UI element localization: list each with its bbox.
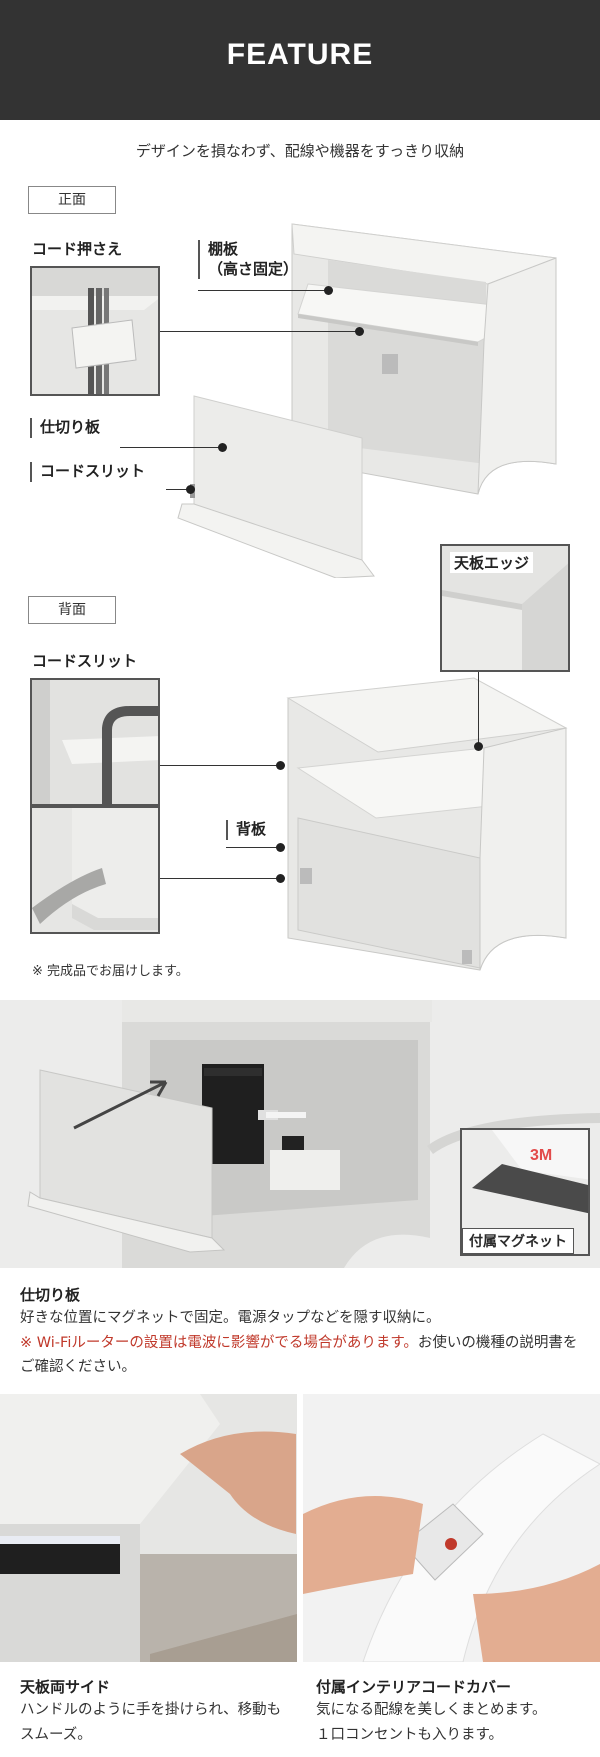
shelf-leader-dot [324, 286, 333, 295]
svg-text:3M: 3M [530, 1147, 552, 1164]
cord-holder-label: コード押さえ [32, 240, 123, 258]
back-panel-label: 背板 [226, 820, 266, 840]
feature-subtitle: デザインを損なわず、配線や機器をすっきり収納 [135, 142, 465, 160]
top-sides-photo [0, 1394, 297, 1662]
cord-slit-top-drawing [32, 680, 158, 804]
divider-desc-manual: お使いの機種の説明書をご確認ください。 [20, 1334, 578, 1376]
slit-leader-dot [186, 485, 195, 494]
cord-slit-detail-bottom [30, 806, 160, 934]
back-slit-dot-bottom [276, 874, 285, 883]
magnet-caption: 付属マグネット [462, 1228, 574, 1254]
feature-header: FEATURE [0, 0, 600, 120]
slit-leader-line [166, 489, 190, 490]
top-edge-leader-dot [474, 742, 483, 751]
divider-usage-drawing [0, 1000, 600, 1268]
cord-cover-drawing [303, 1394, 600, 1662]
divider-leader-line [120, 447, 222, 448]
cord-cover-title: 付属インテリアコードカバー [316, 1678, 512, 1696]
divider-leader-dot [218, 443, 227, 452]
front-tag: 正面 [28, 186, 116, 214]
top-sides-text: ハンドルのように手を掛けられ、移動もスムーズ。 [20, 1702, 282, 1743]
divider-desc-line: 好きな位置にマグネットで固定。電源タップなどを隠す収納に。 [20, 1310, 441, 1326]
back-panel-leader-line [226, 847, 280, 848]
cord-holder-leader-line [160, 331, 360, 332]
back-cord-slit-label: コードスリット [32, 652, 138, 670]
divider-desc-title: 仕切り板 [20, 1286, 81, 1304]
shelf-label-line2: （高さ固定） [208, 259, 299, 278]
cord-slit-bottom-drawing [32, 808, 158, 932]
back-rack-illustration [286, 677, 568, 971]
back-panel-leader-dot [276, 843, 285, 852]
cord-cover-line2: １口コンセントも入ります。 [316, 1726, 504, 1743]
front-cord-slit-label: コードスリット [30, 462, 145, 482]
divider-desc-warning-block: ※ Wi-Fiルーターの設置は電波に影響がでる場合があります。お使いの機種の説明… [20, 1331, 585, 1380]
cord-holder-detail-image [30, 266, 160, 396]
back-tag: 背面 [28, 596, 116, 624]
shelf-label: 棚板 （高さ固定） [198, 240, 298, 279]
back-slit-leader-bottom [160, 878, 280, 879]
cord-holder-leader-dot [355, 327, 364, 336]
front-rack-illustration [291, 223, 557, 495]
cord-cover-line1: 気になる配線を美しくまとめます。 [316, 1702, 547, 1718]
top-edge-label: 天板エッジ [450, 552, 534, 573]
cord-holder-drawing [32, 268, 158, 394]
back-slit-dot-top [276, 761, 285, 770]
feature-title: FEATURE [226, 38, 374, 71]
cord-slit-detail-top [30, 678, 160, 806]
divider-panel-illustration [177, 395, 375, 578]
delivery-note: ※ 完成品でお届けします。 [32, 964, 189, 979]
shelf-label-line1: 棚板 [208, 240, 239, 258]
divider-desc-text: 好きな位置にマグネットで固定。電源タップなどを隠す収納に。 ※ Wi-Fiルータ… [20, 1306, 585, 1380]
shelf-leader-line [198, 290, 328, 291]
top-edge-leader-line [478, 672, 479, 744]
cord-cover-text: 気になる配線を美しくまとめます。 １口コンセントも入ります。 [316, 1698, 596, 1747]
top-sides-title: 天板両サイド [20, 1678, 111, 1696]
divider-desc-warning: ※ Wi-Fiルーターの設置は電波に影響がでる場合があります。 [20, 1334, 418, 1351]
divider-label: 仕切り板 [30, 418, 100, 438]
cord-cover-photo [303, 1394, 600, 1662]
top-sides-drawing [0, 1394, 297, 1662]
back-slit-leader-top [160, 765, 280, 766]
